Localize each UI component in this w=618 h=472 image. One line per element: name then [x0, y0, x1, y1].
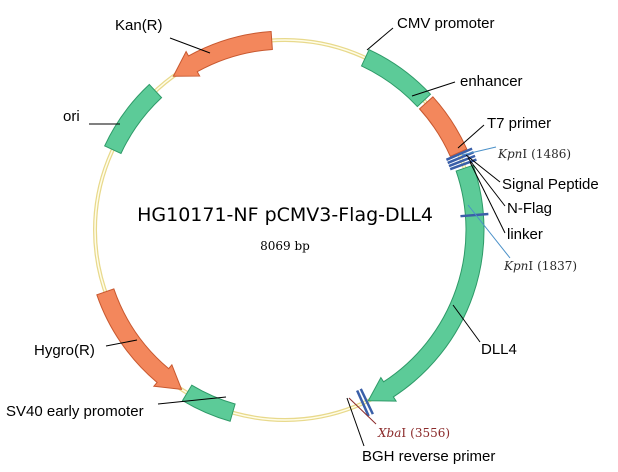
- arc-cmv-promoter: [360, 48, 432, 108]
- label-kpn1-1486: KpnI(1486): [497, 147, 571, 161]
- leader-bgh: [346, 397, 365, 447]
- label-ori: ori: [63, 108, 80, 125]
- site-kpn1-1486: [447, 151, 475, 165]
- arc-dll4: [367, 164, 485, 402]
- label-t7-primer: T7 primer: [487, 115, 551, 132]
- plasmid-name: HG10171-NF pCMV3-Flag-DLL4: [137, 204, 433, 226]
- arc-ori: [103, 83, 163, 155]
- leader-lines: [89, 27, 511, 447]
- plasmid-size: 8069 bp: [260, 239, 310, 253]
- site-bgh-reverse-primer: [359, 388, 374, 415]
- leader-enhancer: [411, 81, 456, 97]
- leader-kan: [169, 37, 211, 54]
- label-kpn1-1837: KpnI(1837): [503, 259, 577, 273]
- feature-arcs: [96, 30, 489, 422]
- leader-hygro: [105, 339, 138, 347]
- site-kpn1-1837: [460, 212, 489, 218]
- label-n-flag: N-Flag: [507, 200, 552, 217]
- label-signal-peptide: Signal Peptide: [502, 176, 599, 193]
- label-linker: linker: [507, 226, 543, 243]
- label-enhancer: enhancer: [460, 73, 523, 90]
- leader-sv40: [157, 396, 227, 405]
- label-dll4: DLL4: [481, 341, 517, 358]
- site-t7-primer: [445, 147, 473, 161]
- label-xba1-3556: XbaI(3556): [377, 426, 450, 440]
- arc-hygro: [96, 288, 183, 390]
- arc-kan: [172, 30, 273, 77]
- leader-cmv: [366, 27, 394, 51]
- site-n-flag: [449, 158, 477, 171]
- label-kan: Kan(R): [115, 17, 163, 34]
- leader-xba: [348, 397, 377, 425]
- label-bgh-reverse-primer: BGH reverse primer: [362, 448, 495, 465]
- label-cmv-promoter: CMV promoter: [397, 15, 495, 32]
- leader-dll4: [452, 304, 481, 343]
- site-xba1-3556: [356, 390, 370, 417]
- leader-signal: [465, 154, 501, 183]
- label-sv40-early-promoter: SV40 early promoter: [6, 403, 144, 420]
- leader-kpn2: [467, 204, 511, 259]
- label-hygro: Hygro(R): [34, 342, 95, 359]
- leader-kpn1: [461, 146, 497, 156]
- leader-linker: [469, 161, 506, 234]
- leader-nflag: [467, 157, 506, 207]
- leader-t7: [457, 124, 485, 149]
- arc-sv40-early-promoter: [181, 384, 236, 422]
- arc-enhancer: [418, 96, 468, 158]
- site-signal-peptide: [448, 154, 476, 168]
